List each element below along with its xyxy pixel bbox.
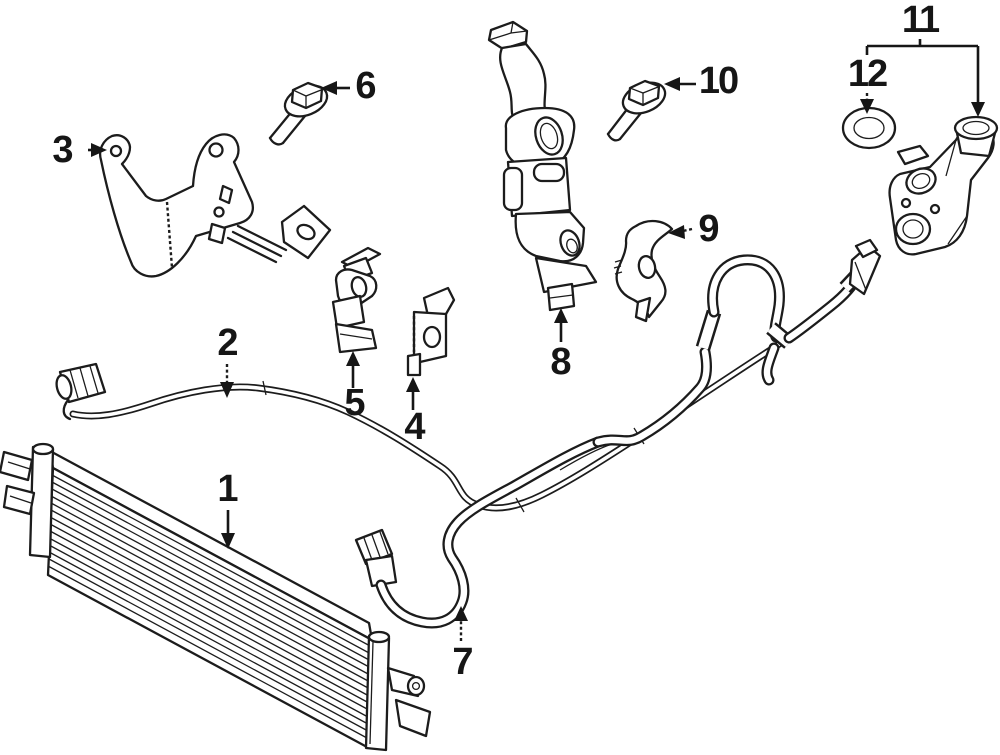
callout-label-5: 5 [344, 382, 365, 424]
bolt-10-art [606, 79, 667, 142]
bracket-4-art [406, 286, 456, 377]
callout-label-1: 1 [217, 468, 238, 510]
callout-label-6: 6 [355, 65, 376, 107]
callout-label-8: 8 [550, 341, 571, 383]
bolt-6-art [268, 81, 329, 146]
callout-label-4: 4 [404, 406, 425, 448]
transmission-oil-cooler-art [0, 442, 432, 752]
callout-label-11: 11 [901, 0, 940, 41]
callout-label-2: 2 [217, 322, 238, 364]
oil-cooler-hose-art [354, 238, 882, 629]
callout-label-9: 9 [698, 208, 719, 250]
oil-cooler-tube-art [55, 334, 792, 513]
callout-arrows [88, 39, 985, 641]
callout-label-3: 3 [52, 129, 73, 171]
callout-label-12: 12 [847, 53, 888, 95]
callout-label-10: 10 [698, 60, 739, 102]
bracket-8-art [487, 20, 598, 312]
o-ring-12-art [841, 106, 897, 150]
connector-housing-11-art [888, 115, 999, 256]
callout-label-7: 7 [452, 641, 473, 683]
clip-5-art [331, 246, 382, 354]
bracket-9-art [613, 219, 674, 323]
mounting-bracket-3-art [99, 133, 332, 278]
